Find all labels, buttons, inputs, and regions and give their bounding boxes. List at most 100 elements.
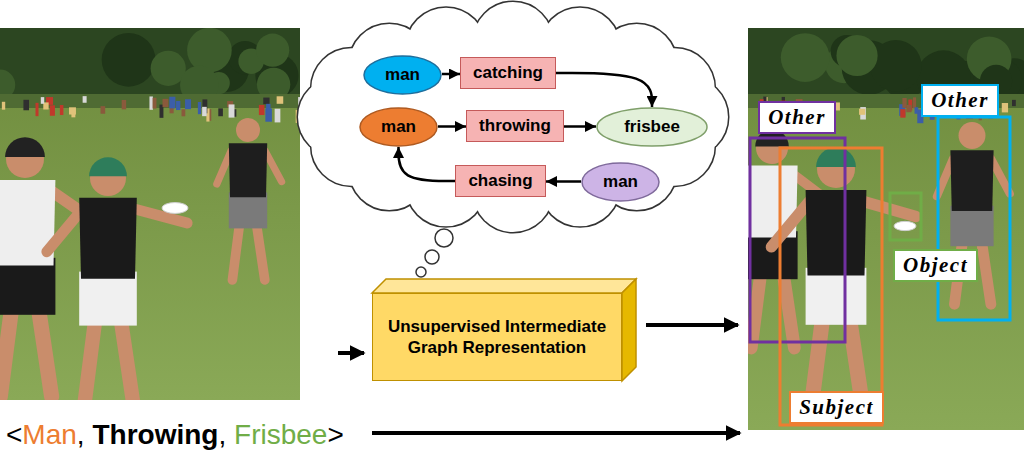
crowd: [1002, 103, 1008, 112]
role-label: Other: [931, 88, 989, 113]
relation-arrow: [556, 73, 652, 107]
triplet-part: ,: [77, 419, 85, 451]
player-arm: [265, 150, 282, 181]
node-label: frisbee: [624, 116, 680, 137]
player-cap: [5, 137, 45, 157]
bounding-box: [938, 117, 1010, 320]
crowd: [836, 102, 840, 110]
crowd: [259, 105, 265, 115]
thought-bubble: [435, 229, 453, 247]
crowd: [83, 96, 87, 103]
crowd: [906, 105, 911, 112]
crowd: [263, 98, 269, 105]
node-label: catching: [473, 62, 543, 83]
crowd: [122, 100, 126, 109]
player-shirt: [229, 143, 267, 197]
player-cap: [89, 157, 127, 176]
crowd: [859, 109, 865, 115]
crowd: [902, 98, 906, 108]
relation-arrow: [442, 73, 460, 76]
crowd: [202, 107, 207, 116]
player-leg: [232, 224, 239, 280]
frisbee-disc: [894, 221, 916, 230]
crowd: [182, 109, 186, 116]
player-shorts: [229, 192, 267, 228]
relation-box: throwing: [466, 110, 564, 142]
player-leg: [256, 224, 264, 280]
crowd: [266, 104, 270, 115]
bounding-box: [890, 193, 921, 240]
role-label: Other: [768, 105, 826, 130]
ellipse-outline: [364, 56, 441, 94]
player-head: [959, 122, 986, 149]
node-label: chasing: [468, 170, 532, 191]
bounding-box: [750, 138, 845, 342]
crowd: [60, 105, 64, 115]
trees: [0, 28, 300, 96]
photo: [0, 28, 300, 400]
player-leg: [751, 273, 761, 348]
player-leg: [85, 318, 96, 400]
tree-foliage: [102, 33, 156, 87]
player-head: [236, 118, 260, 142]
player-shorts: [79, 272, 137, 326]
block-3d-faces: [372, 279, 636, 381]
crowd: [185, 99, 191, 109]
crowd: [207, 109, 212, 121]
player-cap: [816, 147, 856, 167]
player-arm: [217, 150, 231, 184]
ellipse-outline: [582, 163, 659, 201]
ellipse-outline: [360, 108, 437, 146]
object-node: man: [359, 107, 438, 147]
tree-foliage: [781, 33, 830, 82]
crowd: [913, 97, 916, 108]
relation-box: catching: [460, 57, 556, 89]
player-shorts: [950, 206, 993, 247]
photo: [748, 28, 1024, 430]
crowd: [915, 107, 919, 114]
bounding-boxes: [750, 117, 1010, 425]
block-label: Unsupervised Intermediate Graph Represen…: [381, 316, 613, 359]
crowd: [149, 96, 152, 109]
player-leg: [121, 318, 134, 400]
crowd: [277, 96, 284, 104]
player-shirt: [79, 198, 137, 279]
crowd: [163, 99, 169, 107]
triplet-part: >: [327, 419, 343, 451]
crowd: [176, 101, 180, 110]
role-label: Object: [903, 253, 968, 278]
player-shirt: [806, 190, 867, 276]
crowd: [1012, 100, 1016, 106]
relation-arrow: [564, 125, 596, 128]
thought-bubble: [425, 250, 439, 264]
node-label: man: [381, 116, 416, 137]
player-arm: [991, 158, 1010, 193]
role-tag: Other: [758, 101, 836, 134]
role-label: Subject: [799, 395, 874, 420]
bounding-box: [780, 148, 882, 425]
triplet-label: <Man,Throwing,Frisbee>: [6, 419, 344, 451]
crowd: [169, 97, 175, 109]
crowd: [101, 106, 106, 114]
block-top-face: [372, 279, 636, 293]
crowd: [900, 109, 905, 118]
triplet-part: Throwing: [92, 419, 218, 451]
node-label: man: [603, 171, 638, 192]
frisbee-disc: [162, 203, 188, 214]
crowd: [198, 102, 201, 114]
crowd: [229, 104, 235, 117]
player-leg: [38, 307, 51, 396]
model-block: Unsupervised Intermediate Graph Represen…: [372, 293, 622, 381]
crowd: [275, 109, 281, 123]
thought-bubble: [416, 267, 426, 277]
relation-box: chasing: [455, 165, 546, 197]
object-node: man: [581, 162, 660, 202]
crowd: [218, 108, 223, 116]
crowd: [50, 105, 55, 115]
crowd: [69, 107, 76, 114]
grass: [748, 28, 1024, 430]
flow-arrow: [646, 323, 738, 327]
tree-foliage: [151, 51, 186, 86]
crowd: [23, 100, 29, 110]
